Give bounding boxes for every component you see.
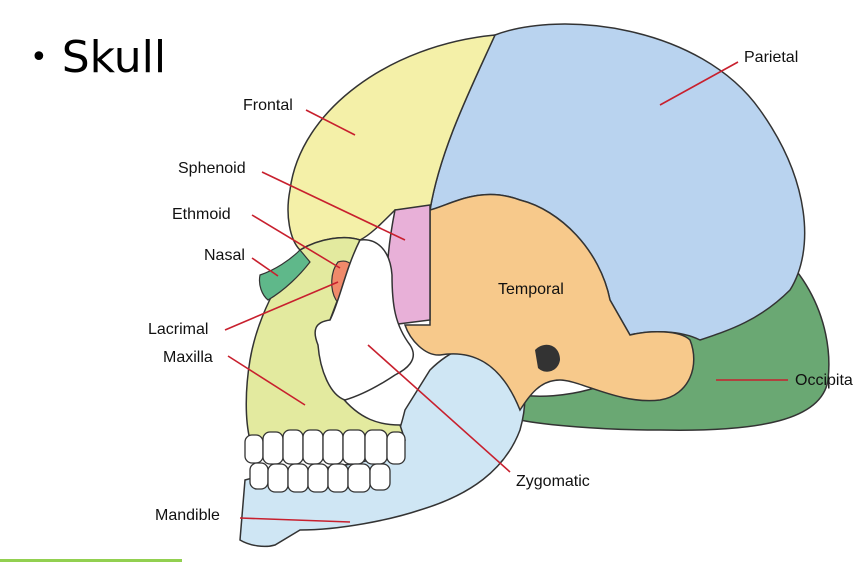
- title-text: Skull: [61, 32, 167, 83]
- teeth: [244, 429, 406, 493]
- label-ethmoid: Ethmoid: [172, 206, 231, 223]
- label-temporal: Temporal: [498, 281, 564, 298]
- bullet-point: •: [30, 40, 48, 75]
- label-parietal: Parietal: [744, 49, 798, 66]
- nasal-bone: [258, 249, 311, 301]
- label-maxilla: Maxilla: [163, 349, 213, 366]
- zygomatic-leader: [367, 344, 511, 473]
- mandible-leader: [239, 517, 351, 523]
- ethmoid-leader: [251, 214, 341, 269]
- mandible-bone: [239, 339, 526, 548]
- label-frontal: Frontal: [243, 97, 293, 114]
- parietal-leader: [659, 61, 739, 106]
- lacrimal-leader: [224, 281, 339, 331]
- label-mandible: Mandible: [155, 507, 220, 524]
- label-occipital: Occipita: [795, 372, 853, 389]
- label-sphenoid: Sphenoid: [178, 160, 246, 177]
- temporal-bone: [403, 193, 695, 412]
- nasal-leader: [251, 257, 279, 277]
- slide-accent-line: [0, 559, 182, 562]
- slide-title: • Skull: [30, 32, 166, 83]
- maxilla-leader: [227, 355, 306, 406]
- frontal-leader: [305, 109, 356, 136]
- ear-canal: [535, 344, 560, 372]
- zygomatic-bone: [314, 239, 415, 401]
- label-zygomatic: Zygomatic: [516, 473, 590, 490]
- label-lacrimal: Lacrimal: [148, 321, 208, 338]
- label-nasal: Nasal: [204, 247, 245, 264]
- sphenoid-leader: [261, 171, 406, 241]
